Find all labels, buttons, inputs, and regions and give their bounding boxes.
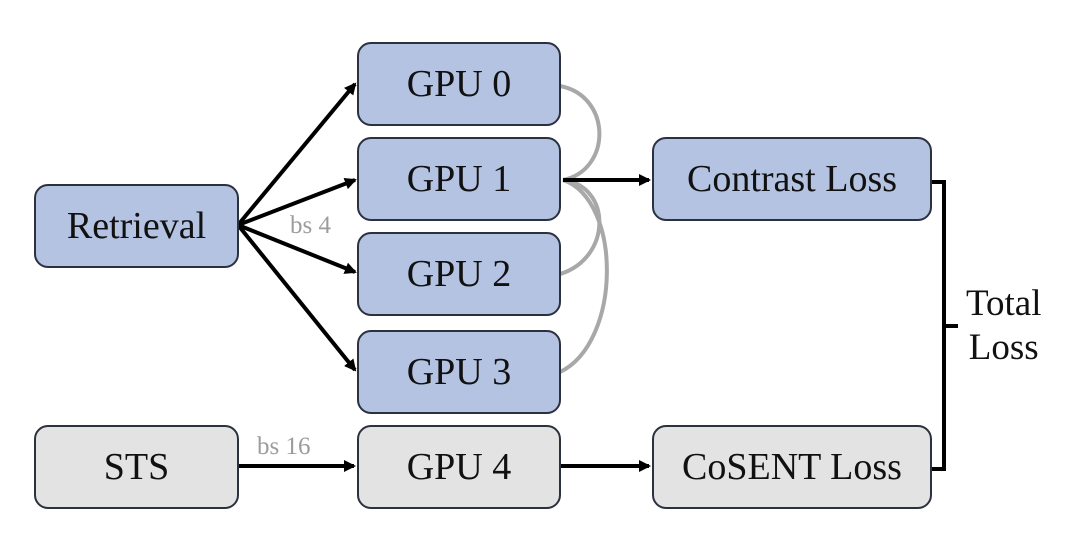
- gpu4-label: GPU 4: [406, 446, 512, 488]
- gather-arc-gpu2: [559, 178, 602, 276]
- contrast-loss-label: Contrast Loss: [686, 158, 898, 200]
- total-loss-line1: Total: [966, 283, 1042, 324]
- retrieval-batch-size-label: bs 4: [290, 212, 331, 239]
- total-loss-line2: Loss: [968, 327, 1039, 369]
- gpu0-box: GPU 0: [357, 42, 561, 126]
- gather-arc-gpu3: [559, 178, 609, 374]
- gpu1-box: GPU 1: [357, 137, 561, 221]
- cosent-loss-box: CoSENT Loss: [652, 425, 932, 509]
- retrieval-box: Retrieval: [34, 184, 239, 268]
- gpu3-box: GPU 3: [357, 330, 561, 414]
- arrow-retrieval-gpu0: [236, 82, 357, 227]
- retrieval-label: Retrieval: [66, 205, 207, 247]
- gather-arc-gpu0: [559, 84, 602, 182]
- total-loss-label: Total Loss: [966, 282, 1042, 371]
- sts-batch-size-label: bs 16: [257, 433, 311, 460]
- gpu4-box: GPU 4: [357, 425, 561, 509]
- contrast-loss-box: Contrast Loss: [652, 137, 932, 221]
- total-loss-bracket: [932, 180, 958, 471]
- gpu1-label: GPU 1: [406, 158, 512, 200]
- arrow-retrieval-gpu2: [237, 223, 357, 274]
- gpu2-label: GPU 2: [406, 253, 512, 295]
- sts-box: STS: [34, 425, 239, 509]
- arrows: [236, 82, 651, 472]
- gpu3-label: GPU 3: [406, 351, 512, 393]
- gather-arcs: [559, 84, 609, 374]
- cosent-loss-label: CoSENT Loss: [682, 446, 902, 488]
- sts-label: STS: [103, 446, 170, 488]
- gpu0-label: GPU 0: [406, 63, 512, 105]
- gpu2-box: GPU 2: [357, 232, 561, 316]
- arrow-retrieval-gpu1: [237, 177, 357, 227]
- arrow-retrieval-gpu3: [236, 223, 357, 372]
